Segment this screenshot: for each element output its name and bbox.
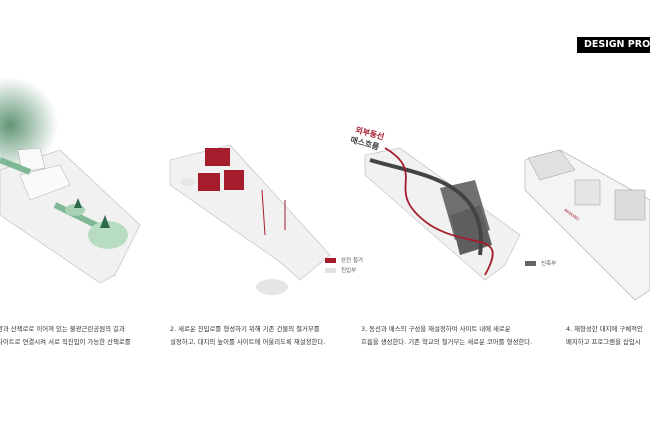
diagram-step-2 — [169, 144, 331, 295]
level-arrow — [261, 189, 286, 236]
diagram-step-3 — [364, 147, 521, 281]
site-platform — [169, 144, 331, 281]
diagram-step-4 — [524, 149, 650, 301]
legend-label: 완전 철거 — [341, 258, 363, 264]
diagram-step-1 — [0, 77, 141, 284]
page-title: DESIGN PROCESS — [577, 37, 650, 53]
park-forest — [0, 77, 58, 173]
legend-swatch — [525, 260, 536, 266]
entry-circle — [256, 279, 288, 295]
legend-swatch — [325, 267, 336, 273]
demolish-block — [205, 148, 230, 166]
legend-label: 진입부 — [341, 268, 357, 274]
legend-demolish: 완전 철거 — [325, 256, 363, 264]
demolish-block — [198, 173, 220, 191]
mass-flow-line — [369, 158, 483, 256]
outer-circulation-line — [384, 147, 494, 276]
park-circle — [88, 221, 128, 249]
tree-icon — [100, 215, 110, 228]
legend-swatch — [325, 257, 336, 263]
demolish-block — [224, 170, 244, 190]
site-platform — [364, 147, 521, 281]
legend-new: 신축부 — [525, 259, 556, 267]
tree-icon — [74, 198, 82, 208]
legend-entry: 진입부 — [325, 266, 356, 274]
legend-label: 신축부 — [541, 261, 557, 267]
